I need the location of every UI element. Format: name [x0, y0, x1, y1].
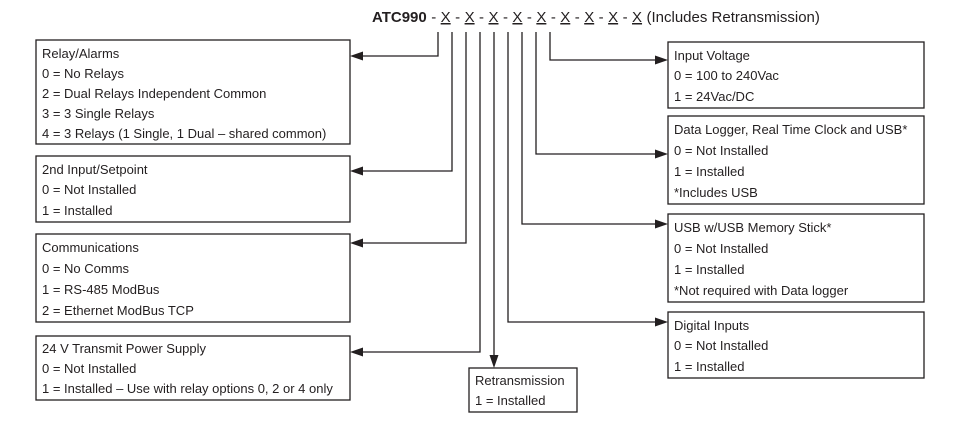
code-segment-1: - — [431, 9, 436, 26]
relay-alarms-option-0: 0 = No Relays — [42, 66, 125, 81]
digital-inputs-option-0: 0 = Not Installed — [674, 338, 768, 353]
code-segment-3: - — [479, 9, 484, 26]
connector-digital-inputs — [507, 32, 656, 323]
communications-option-2: 2 = Ethernet ModBus TCP — [42, 303, 194, 318]
usb-memory-option-1: 1 = Installed — [674, 262, 744, 277]
code-position-5: X — [536, 9, 546, 26]
connector-second-input — [362, 32, 453, 172]
connector-relay-alarms — [362, 32, 439, 57]
option-box-relay-alarms: Relay/Alarms 0 = No Relays 2 = Dual Rela… — [35, 39, 351, 145]
code-position-8: X — [608, 9, 618, 26]
code-position-1: X — [441, 9, 451, 26]
arrow-relay-alarms — [350, 51, 363, 61]
data-logger-option-0: 0 = Not Installed — [674, 143, 768, 158]
code-position-4: X — [512, 9, 522, 26]
code-segment-6: - — [551, 9, 556, 26]
option-box-transmit-power: 24 V Transmit Power Supply 0 = Not Insta… — [35, 335, 351, 401]
option-box-digital-inputs: Digital Inputs 0 = Not Installed 1 = Ins… — [667, 311, 925, 379]
option-box-usb-memory: USB w/USB Memory Stick* 0 = Not Installe… — [667, 213, 925, 303]
code-segment-2: - — [455, 9, 460, 26]
code-segment-9: - — [623, 9, 628, 26]
code-segment-5: - — [527, 9, 532, 26]
transmit-power-option-0: 0 = Not Installed — [42, 361, 136, 376]
model-code-header: ATC990 - X - X - X - X - X - X - X - X -… — [372, 9, 820, 26]
arrow-usb-memory — [655, 219, 668, 229]
input-voltage-option-1: 1 = 24Vac/DC — [674, 89, 754, 104]
connector-lines — [362, 32, 656, 357]
connector-communications — [362, 32, 467, 244]
arrow-transmit-power — [350, 347, 363, 357]
code-segment-8: - — [599, 9, 604, 26]
digital-inputs-option-1: 1 = Installed — [674, 359, 744, 374]
model-name: ATC990 — [372, 9, 427, 26]
second-input-option-1: 1 = Installed — [42, 203, 112, 218]
transmit-power-title: 24 V Transmit Power Supply — [42, 341, 207, 356]
usb-memory-option-0: 0 = Not Installed — [674, 241, 768, 256]
arrow-data-logger — [655, 149, 668, 159]
svg-text:ATC990 - X -: ATC990 - X - X - X - X - X - X - X - X -… — [372, 9, 820, 26]
relay-alarms-option-4: 4 = 3 Relays (1 Single, 1 Dual – shared … — [42, 126, 326, 141]
code-segment-4: - — [503, 9, 508, 26]
data-logger-title: Data Logger, Real Time Clock and USB* — [674, 122, 907, 137]
connector-transmit-power — [362, 32, 481, 353]
communications-option-1: 1 = RS-485 ModBus — [42, 282, 160, 297]
option-box-second-input: 2nd Input/Setpoint 0 = Not Installed 1 =… — [35, 155, 351, 223]
relay-alarms-option-2: 2 = Dual Relays Independent Common — [42, 86, 266, 101]
arrow-retransmission — [489, 355, 499, 368]
arrow-communications — [350, 238, 363, 248]
data-logger-footnote: *Includes USB — [674, 185, 758, 200]
option-box-input-voltage: Input Voltage 0 = 100 to 240Vac 1 = 24Va… — [667, 41, 925, 109]
code-position-3: X — [489, 9, 499, 26]
relay-alarms-option-3: 3 = 3 Single Relays — [42, 106, 155, 121]
communications-option-0: 0 = No Comms — [42, 261, 130, 276]
code-segment-7: - — [575, 9, 580, 26]
header-note: (Includes Retransmission) — [647, 9, 820, 26]
arrow-input-voltage — [655, 55, 668, 65]
code-position-2: X — [465, 9, 475, 26]
code-position-7: X — [584, 9, 594, 26]
arrow-heads — [350, 51, 668, 368]
arrow-digital-inputs — [655, 317, 668, 327]
code-position-6: X — [560, 9, 570, 26]
digital-inputs-title: Digital Inputs — [674, 318, 750, 333]
option-box-retransmission: Retransmission 1 = Installed — [468, 367, 578, 413]
connector-usb-memory — [521, 32, 656, 225]
input-voltage-option-0: 0 = 100 to 240Vac — [674, 68, 779, 83]
arrow-second-input — [350, 166, 363, 176]
second-input-option-0: 0 = Not Installed — [42, 182, 136, 197]
option-box-communications: Communications 0 = No Comms 1 = RS-485 M… — [35, 233, 351, 323]
usb-memory-title: USB w/USB Memory Stick* — [674, 220, 831, 235]
connector-input-voltage — [549, 32, 656, 61]
input-voltage-title: Input Voltage — [674, 48, 750, 63]
relay-alarms-title: Relay/Alarms — [42, 46, 120, 61]
retransmission-title: Retransmission — [475, 373, 565, 388]
usb-memory-footnote: *Not required with Data logger — [674, 283, 849, 298]
communications-title: Communications — [42, 240, 139, 255]
code-position-9: X — [632, 9, 642, 26]
data-logger-option-1: 1 = Installed — [674, 164, 744, 179]
option-box-data-logger: Data Logger, Real Time Clock and USB* 0 … — [667, 115, 925, 205]
transmit-power-option-1: 1 = Installed – Use with relay options 0… — [42, 381, 333, 396]
connector-data-logger — [535, 32, 656, 155]
second-input-title: 2nd Input/Setpoint — [42, 162, 148, 177]
retransmission-option-1: 1 = Installed — [475, 393, 545, 408]
